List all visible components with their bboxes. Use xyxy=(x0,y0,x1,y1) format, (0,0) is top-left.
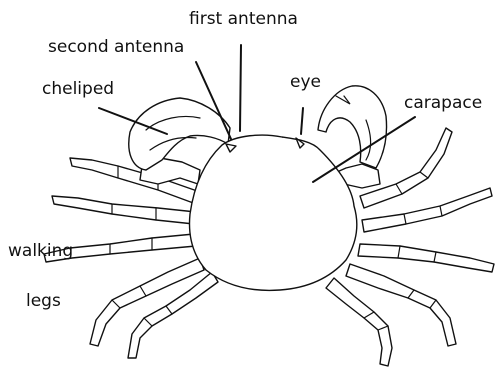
first-antenna-leader xyxy=(240,45,241,131)
walking-legs-label-line1: walking xyxy=(8,241,73,261)
eye-label: eye xyxy=(290,72,321,92)
second-antenna-label: second antenna xyxy=(48,37,184,57)
eye-leader xyxy=(301,108,303,134)
walking-legs-label-line2: legs xyxy=(26,291,61,311)
carapace-label: carapace xyxy=(404,93,482,113)
cheliped-label: cheliped xyxy=(42,79,114,99)
carapace-shell xyxy=(190,135,357,290)
first-antenna-label: first antenna xyxy=(189,9,298,29)
